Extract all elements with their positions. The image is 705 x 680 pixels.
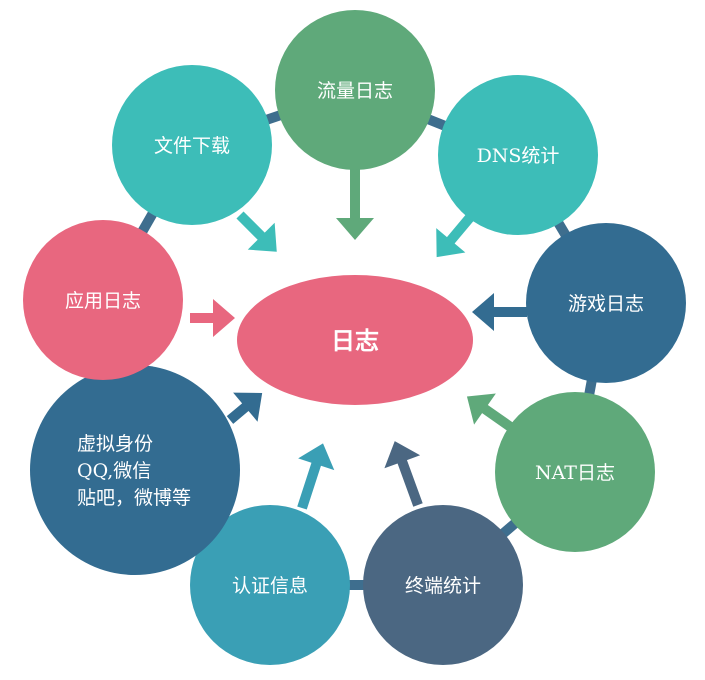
arrow-nat-log <box>466 393 515 433</box>
arrow-virtual-identity <box>226 392 263 424</box>
node-label: 贴吧，微博等 <box>77 487 191 509</box>
arrow-dns-stats <box>436 211 476 258</box>
node-label: 游戏日志 <box>568 293 644 315</box>
node-terminal-stats: 终端统计 <box>363 505 523 665</box>
node-label: 虚拟身份 <box>77 433 153 455</box>
node-label: DNS统计 <box>477 145 560 167</box>
center-label: 日志 <box>331 327 379 355</box>
node-app-log: 应用日志 <box>23 220 183 380</box>
node-label: NAT日志 <box>535 462 615 484</box>
node-circle <box>275 10 435 170</box>
node-label: QQ,微信 <box>77 460 151 482</box>
node-nat-log: NAT日志 <box>495 392 655 552</box>
node-circle <box>438 75 598 235</box>
arrows <box>190 165 527 510</box>
center-node: 日志 <box>237 275 473 405</box>
node-dns-stats: DNS统计 <box>438 75 598 235</box>
node-circle <box>526 223 686 383</box>
node-label: 文件下载 <box>154 135 230 157</box>
node-auth-info: 认证信息 <box>190 505 350 665</box>
arrow-app-log <box>190 299 235 337</box>
node-label: 认证信息 <box>232 575 308 597</box>
node-label: 流量日志 <box>317 80 393 102</box>
arrow-auth-info <box>297 443 335 510</box>
arrow-traffic-log <box>336 165 374 240</box>
node-circle <box>112 65 272 225</box>
arrow-file-download <box>236 211 277 252</box>
center-ellipse <box>237 275 473 405</box>
node-traffic-log: 流量日志 <box>275 10 435 170</box>
node-label: 应用日志 <box>65 290 141 312</box>
node-circle <box>363 505 523 665</box>
arrow-game-log <box>472 293 527 331</box>
node-circle <box>190 505 350 665</box>
node-label: 终端统计 <box>405 575 481 597</box>
node-circle <box>23 220 183 380</box>
node-game-log: 游戏日志 <box>526 223 686 383</box>
arrow-terminal-stats <box>384 441 423 507</box>
node-circle <box>495 392 655 552</box>
node-circle <box>30 365 240 575</box>
node-file-download: 文件下载 <box>112 65 272 225</box>
